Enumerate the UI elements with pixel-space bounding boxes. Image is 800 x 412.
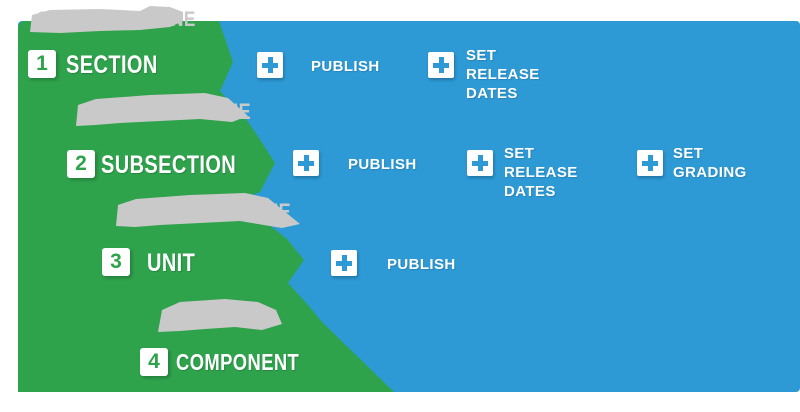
- level-number-badge: 3: [102, 248, 130, 276]
- plus-v-bar: [304, 155, 309, 171]
- level-number: 3: [110, 250, 122, 273]
- plus-icon: [467, 150, 493, 176]
- action-label-publish: PUBLISH: [387, 256, 456, 273]
- level-number: 4: [148, 350, 160, 373]
- plus-icon: [428, 52, 454, 78]
- plus-icon: [257, 52, 283, 78]
- hidden-layer-label: COURSE OUTLINE: [36, 8, 196, 31]
- plus-v-bar: [478, 155, 483, 171]
- plus-v-bar: [439, 57, 444, 73]
- level-number: 1: [36, 52, 48, 75]
- hidden-layer-label: UNIT PAGE: [168, 305, 269, 330]
- hidden-layer-label: COURSE OUTLINE: [124, 199, 292, 224]
- level-name-label: UNIT: [147, 249, 196, 277]
- level-name-label: SECTION: [66, 51, 158, 79]
- action-label-set-release-dates: SET RELEASE DATES: [466, 47, 540, 102]
- hidden-layer-label: COURSE OUTLINE: [84, 99, 252, 124]
- plus-icon: [637, 150, 663, 176]
- level-number-badge: 4: [140, 348, 168, 376]
- level-number-badge: 2: [67, 150, 95, 178]
- plus-v-bar: [268, 57, 273, 73]
- plus-icon: [331, 250, 357, 276]
- plus-v-bar: [342, 255, 347, 271]
- level-name-label: SUBSECTION: [101, 151, 237, 179]
- action-label-publish: PUBLISH: [348, 156, 417, 173]
- action-label-set-release-dates: SET RELEASE DATES: [504, 145, 578, 200]
- level-name-label: COMPONENT: [176, 349, 300, 375]
- level-number: 2: [75, 152, 87, 175]
- plus-icon: [293, 150, 319, 176]
- plus-v-bar: [648, 155, 653, 171]
- action-label-publish: PUBLISH: [311, 58, 380, 75]
- action-label-set-grading: SET GRADING: [673, 145, 747, 181]
- level-number-badge: 1: [28, 50, 56, 78]
